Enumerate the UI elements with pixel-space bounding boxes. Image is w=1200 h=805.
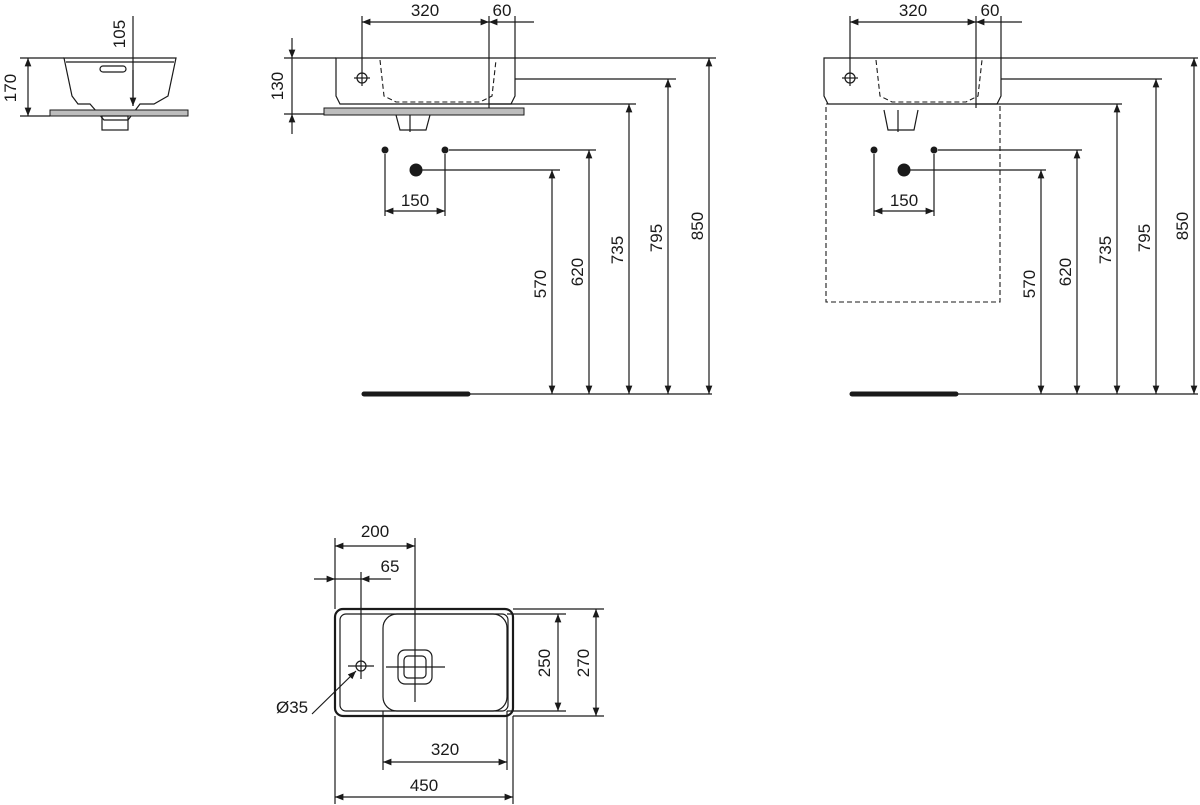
tv-dim-450: 450 (410, 776, 438, 795)
tv-dim-200: 200 (361, 522, 389, 541)
side-height-label: 170 (1, 74, 20, 102)
tv-dim-65: 65 (381, 557, 400, 576)
front-view-left: 320 60 130 150 570 620 735 795 (268, 1, 716, 397)
tv-dim-270: 270 (574, 649, 593, 677)
fl-dim-320: 320 (411, 1, 439, 20)
fr-dim-60: 60 (981, 1, 1000, 20)
fl-dim-795: 795 (647, 224, 666, 252)
top-view: 200 65 250 270 320 450 Ø35 (276, 522, 604, 804)
fr-dim-850: 850 (1173, 212, 1192, 240)
fl-dim-850: 850 (688, 212, 707, 240)
fr-dim-620: 620 (1056, 258, 1075, 286)
fr-dim-320: 320 (899, 1, 927, 20)
tv-hole-diameter: Ø35 (276, 698, 308, 717)
side-depth-label: 105 (110, 20, 129, 48)
front-view-right: 320 60 150 570 620 735 795 850 (823, 1, 1198, 397)
side-view: 170 105 (1, 16, 189, 131)
tv-dim-250: 250 (535, 649, 554, 677)
fl-dim-570: 570 (531, 270, 550, 298)
fr-dim-150: 150 (890, 191, 918, 210)
fr-dim-795: 795 (1135, 224, 1154, 252)
fl-dim-735: 735 (608, 236, 627, 264)
fl-dim-620: 620 (568, 258, 587, 286)
fr-dim-735: 735 (1096, 236, 1115, 264)
fr-dim-570: 570 (1020, 270, 1039, 298)
tv-dim-320: 320 (431, 740, 459, 759)
fl-dim-150: 150 (401, 191, 429, 210)
fl-dim-60: 60 (493, 1, 512, 20)
fl-dim-130: 130 (268, 72, 287, 100)
